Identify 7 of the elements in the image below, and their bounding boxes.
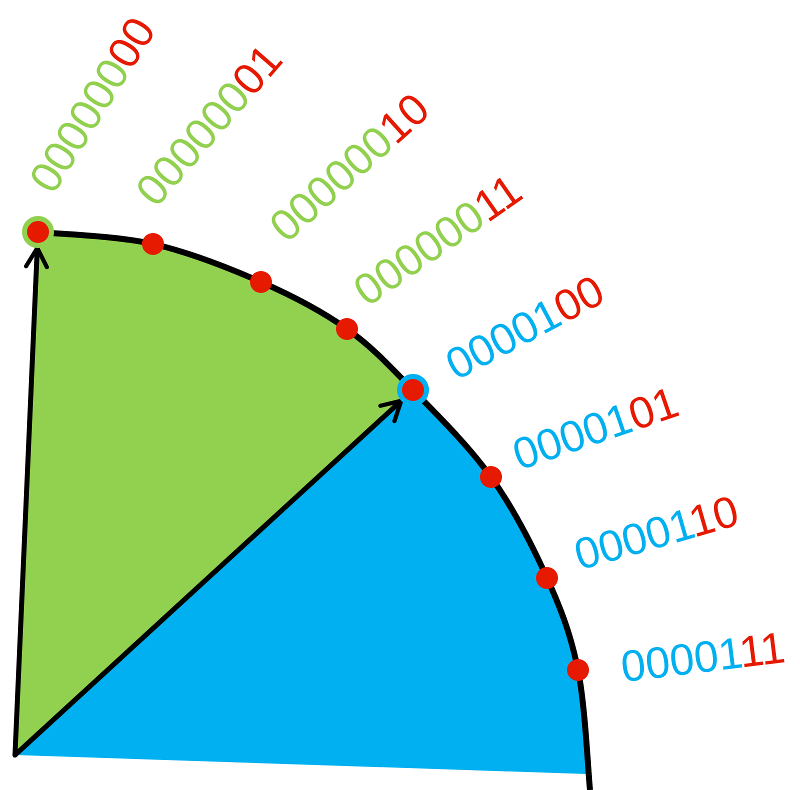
binary-code-label: 0000111 xyxy=(618,626,788,690)
point-marker xyxy=(142,233,164,255)
arrow xyxy=(12,398,404,758)
point-marker xyxy=(250,271,272,293)
binary-code-label: 0000110 xyxy=(570,489,744,578)
point-marker xyxy=(567,659,589,681)
binary-code-label: 0000101 xyxy=(508,380,684,478)
